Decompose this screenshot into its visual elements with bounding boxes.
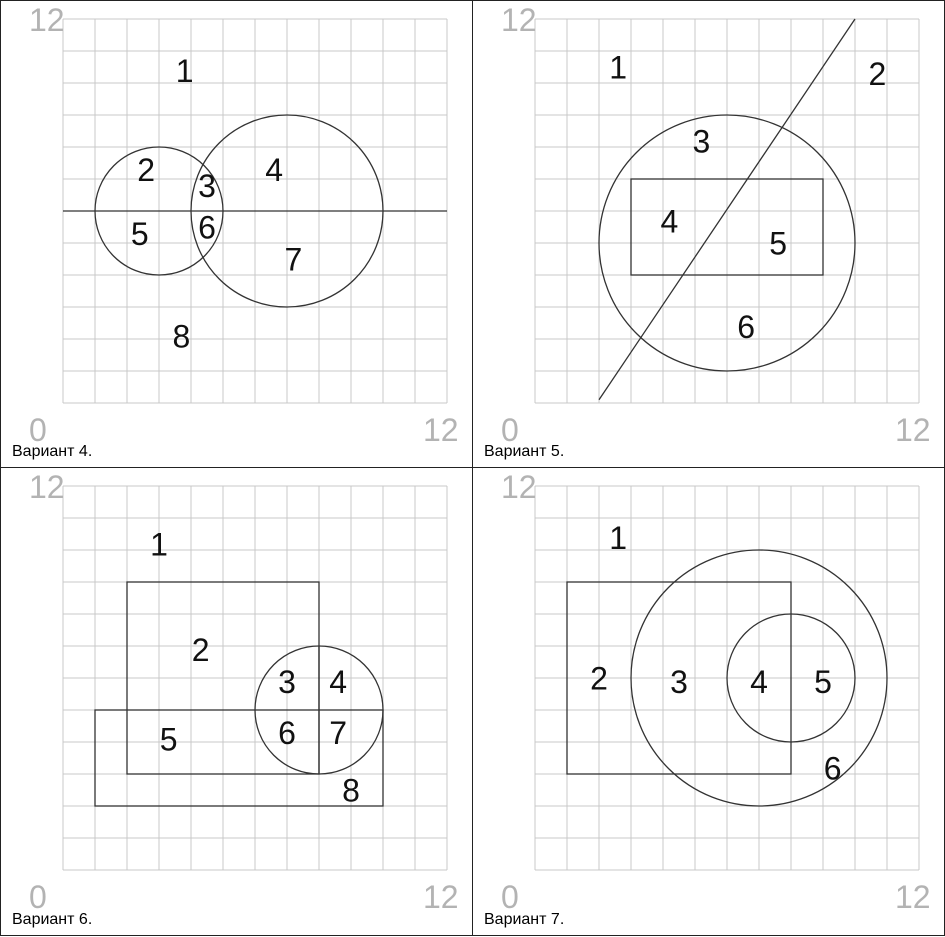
axis-xmax-label: 12: [895, 412, 931, 448]
circle-shape: [190, 114, 384, 308]
region-label: 6: [737, 309, 755, 345]
region-label: 2: [590, 661, 608, 697]
region-label: 3: [670, 664, 688, 700]
region-label: 6: [278, 715, 296, 751]
axis-ymax-label: 12: [501, 2, 537, 38]
axis-ymax-label: 12: [29, 2, 65, 38]
axis-xmax-label: 12: [895, 879, 931, 915]
region-label: 5: [814, 664, 832, 700]
variant-caption: Вариант 7.: [484, 911, 565, 928]
region-label: 5: [769, 226, 787, 262]
region-label: 3: [198, 168, 216, 204]
region-label: 4: [265, 152, 283, 188]
rect-shape: [94, 709, 384, 807]
rect-shape: [566, 581, 792, 775]
axis-ymax-label: 12: [501, 469, 537, 505]
axis-origin-label: 0: [29, 412, 47, 448]
region-label: 2: [869, 56, 887, 92]
variant-caption: Вариант 6.: [12, 911, 93, 928]
rect-shape: [630, 178, 824, 276]
region-label: 2: [192, 632, 210, 668]
region-label: 3: [278, 664, 296, 700]
circle-shape: [630, 549, 888, 807]
region-label: 3: [693, 123, 711, 159]
region-label: 1: [609, 520, 627, 556]
axis-xmax-label: 12: [423, 412, 459, 448]
region-label: 8: [342, 773, 360, 809]
circle-shape: [726, 613, 856, 743]
region-label: 1: [609, 50, 627, 86]
region-label: 5: [160, 721, 178, 757]
region-label: 6: [198, 210, 216, 246]
circle-shape: [598, 114, 856, 372]
line-shape: [598, 18, 856, 401]
axis-xmax-label: 12: [423, 879, 459, 915]
variant-caption: Вариант 5.: [484, 443, 565, 460]
grid-lines: [534, 18, 920, 404]
region-label: 4: [329, 664, 347, 700]
region-label: 4: [661, 203, 679, 239]
region-label: 6: [824, 750, 842, 786]
variant-caption: Вариант 4.: [12, 443, 93, 460]
region-label: 8: [173, 318, 191, 354]
axis-origin-label: 0: [501, 879, 519, 915]
region-label: 7: [285, 242, 303, 278]
circle-shape: [94, 146, 224, 276]
region-label: 5: [131, 216, 149, 252]
region-label: 7: [329, 715, 347, 751]
region-label: 4: [750, 664, 768, 700]
axis-origin-label: 0: [501, 412, 519, 448]
region-label: 1: [150, 526, 168, 562]
axis-origin-label: 0: [29, 879, 47, 915]
region-label: 2: [137, 152, 155, 188]
axis-ymax-label: 12: [29, 469, 65, 505]
region-label: 1: [176, 53, 194, 89]
grid-lines: [62, 485, 448, 871]
grid-lines: [534, 485, 920, 871]
